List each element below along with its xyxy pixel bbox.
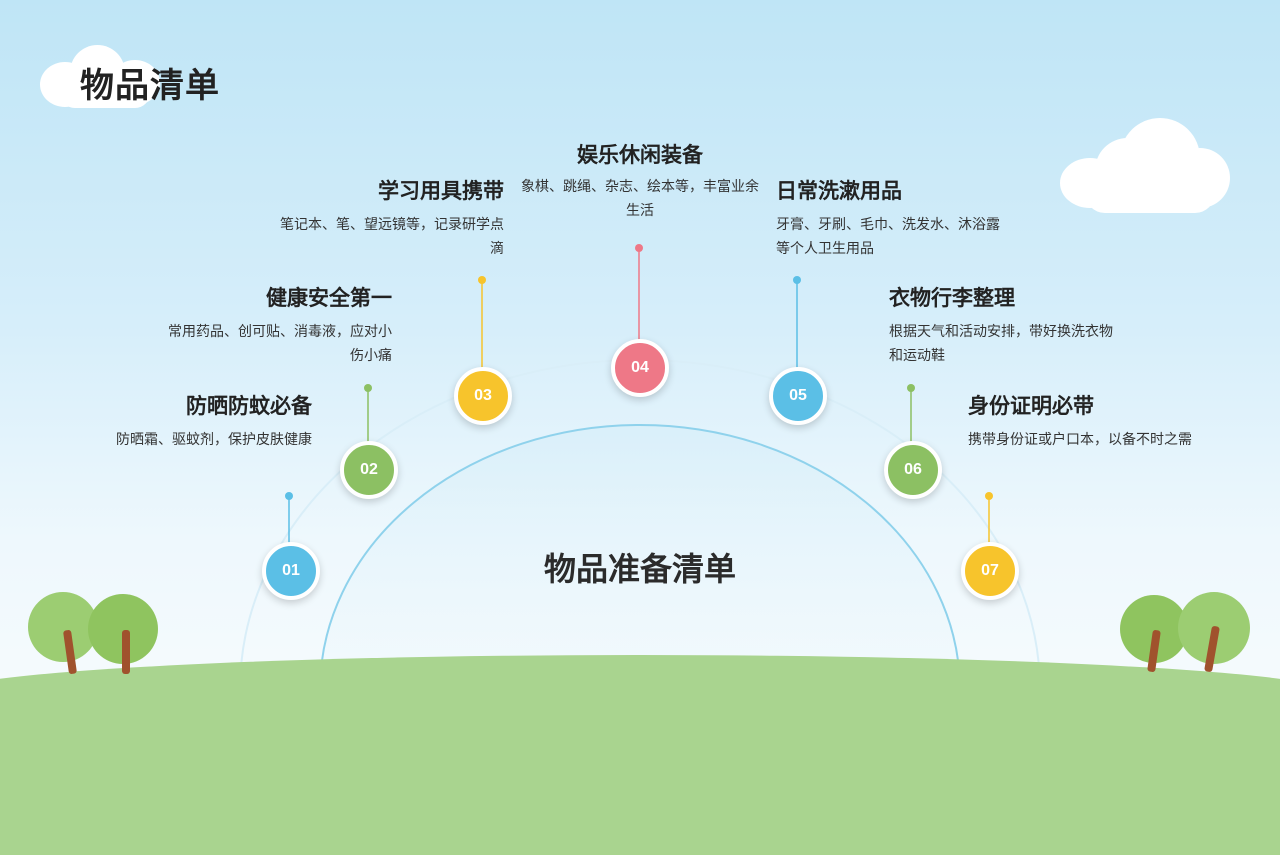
node-02: 02: [340, 441, 398, 499]
node-01: 01: [262, 542, 320, 600]
item-02-title: 健康安全第一: [266, 286, 392, 310]
item-06-desc: 根据天气和活动安排，带好换洗衣物和运动鞋: [889, 324, 1113, 364]
item-02-desc: 常用药品、创可贴、消毒液，应对小伤小痛: [168, 324, 392, 364]
item-03-title: 学习用具携带: [378, 179, 504, 203]
item-06: 衣物行李整理 根据天气和活动安排，带好换洗衣物和运动鞋: [889, 282, 1121, 368]
item-02: 健康安全第一 常用药品、创可贴、消毒液，应对小伤小痛: [160, 282, 392, 368]
cloud-top-right: [1060, 118, 1235, 218]
page-title: 物品清单: [80, 66, 220, 106]
item-05: 日常洗漱用品 牙膏、牙刷、毛巾、洗发水、沐浴露等个人卫生用品: [776, 175, 1008, 261]
tree-left: [28, 590, 163, 680]
cloud-top-left: [40, 40, 170, 110]
item-05-title: 日常洗漱用品: [776, 179, 902, 203]
node-04: 04: [611, 339, 669, 397]
node-03: 03: [454, 367, 512, 425]
inner-arc: [319, 424, 961, 691]
node-07: 07: [961, 542, 1019, 600]
node-05: 05: [769, 367, 827, 425]
item-04: 娱乐休闲装备 象棋、跳绳、杂志、绘本等，丰富业余生活: [520, 139, 760, 223]
ground: [0, 655, 1280, 855]
item-06-title: 衣物行李整理: [889, 286, 1015, 310]
center-title: 物品准备清单: [543, 550, 736, 588]
item-04-desc: 象棋、跳绳、杂志、绘本等，丰富业余生活: [521, 179, 759, 219]
item-07-desc: 携带身份证或户口本，以备不时之需: [968, 432, 1192, 448]
item-05-desc: 牙膏、牙刷、毛巾、洗发水、沐浴露等个人卫生用品: [776, 217, 1000, 257]
node-06: 06: [884, 441, 942, 499]
item-01-title: 防晒防蚊必备: [186, 394, 312, 418]
item-07: 身份证明必带 携带身份证或户口本，以备不时之需: [968, 390, 1200, 452]
item-03: 学习用具携带 笔记本、笔、望远镜等，记录研学点滴: [272, 175, 504, 261]
arc-decoration: [239, 244, 1041, 691]
item-01: 防晒防蚊必备 防晒霜、驱蚊剂，保护皮肤健康: [60, 390, 312, 452]
item-03-desc: 笔记本、笔、望远镜等，记录研学点滴: [280, 217, 504, 257]
item-01-desc: 防晒霜、驱蚊剂，保护皮肤健康: [116, 432, 312, 448]
item-07-title: 身份证明必带: [968, 394, 1094, 418]
tree-right: [1120, 590, 1255, 680]
item-04-title: 娱乐休闲装备: [577, 143, 703, 167]
